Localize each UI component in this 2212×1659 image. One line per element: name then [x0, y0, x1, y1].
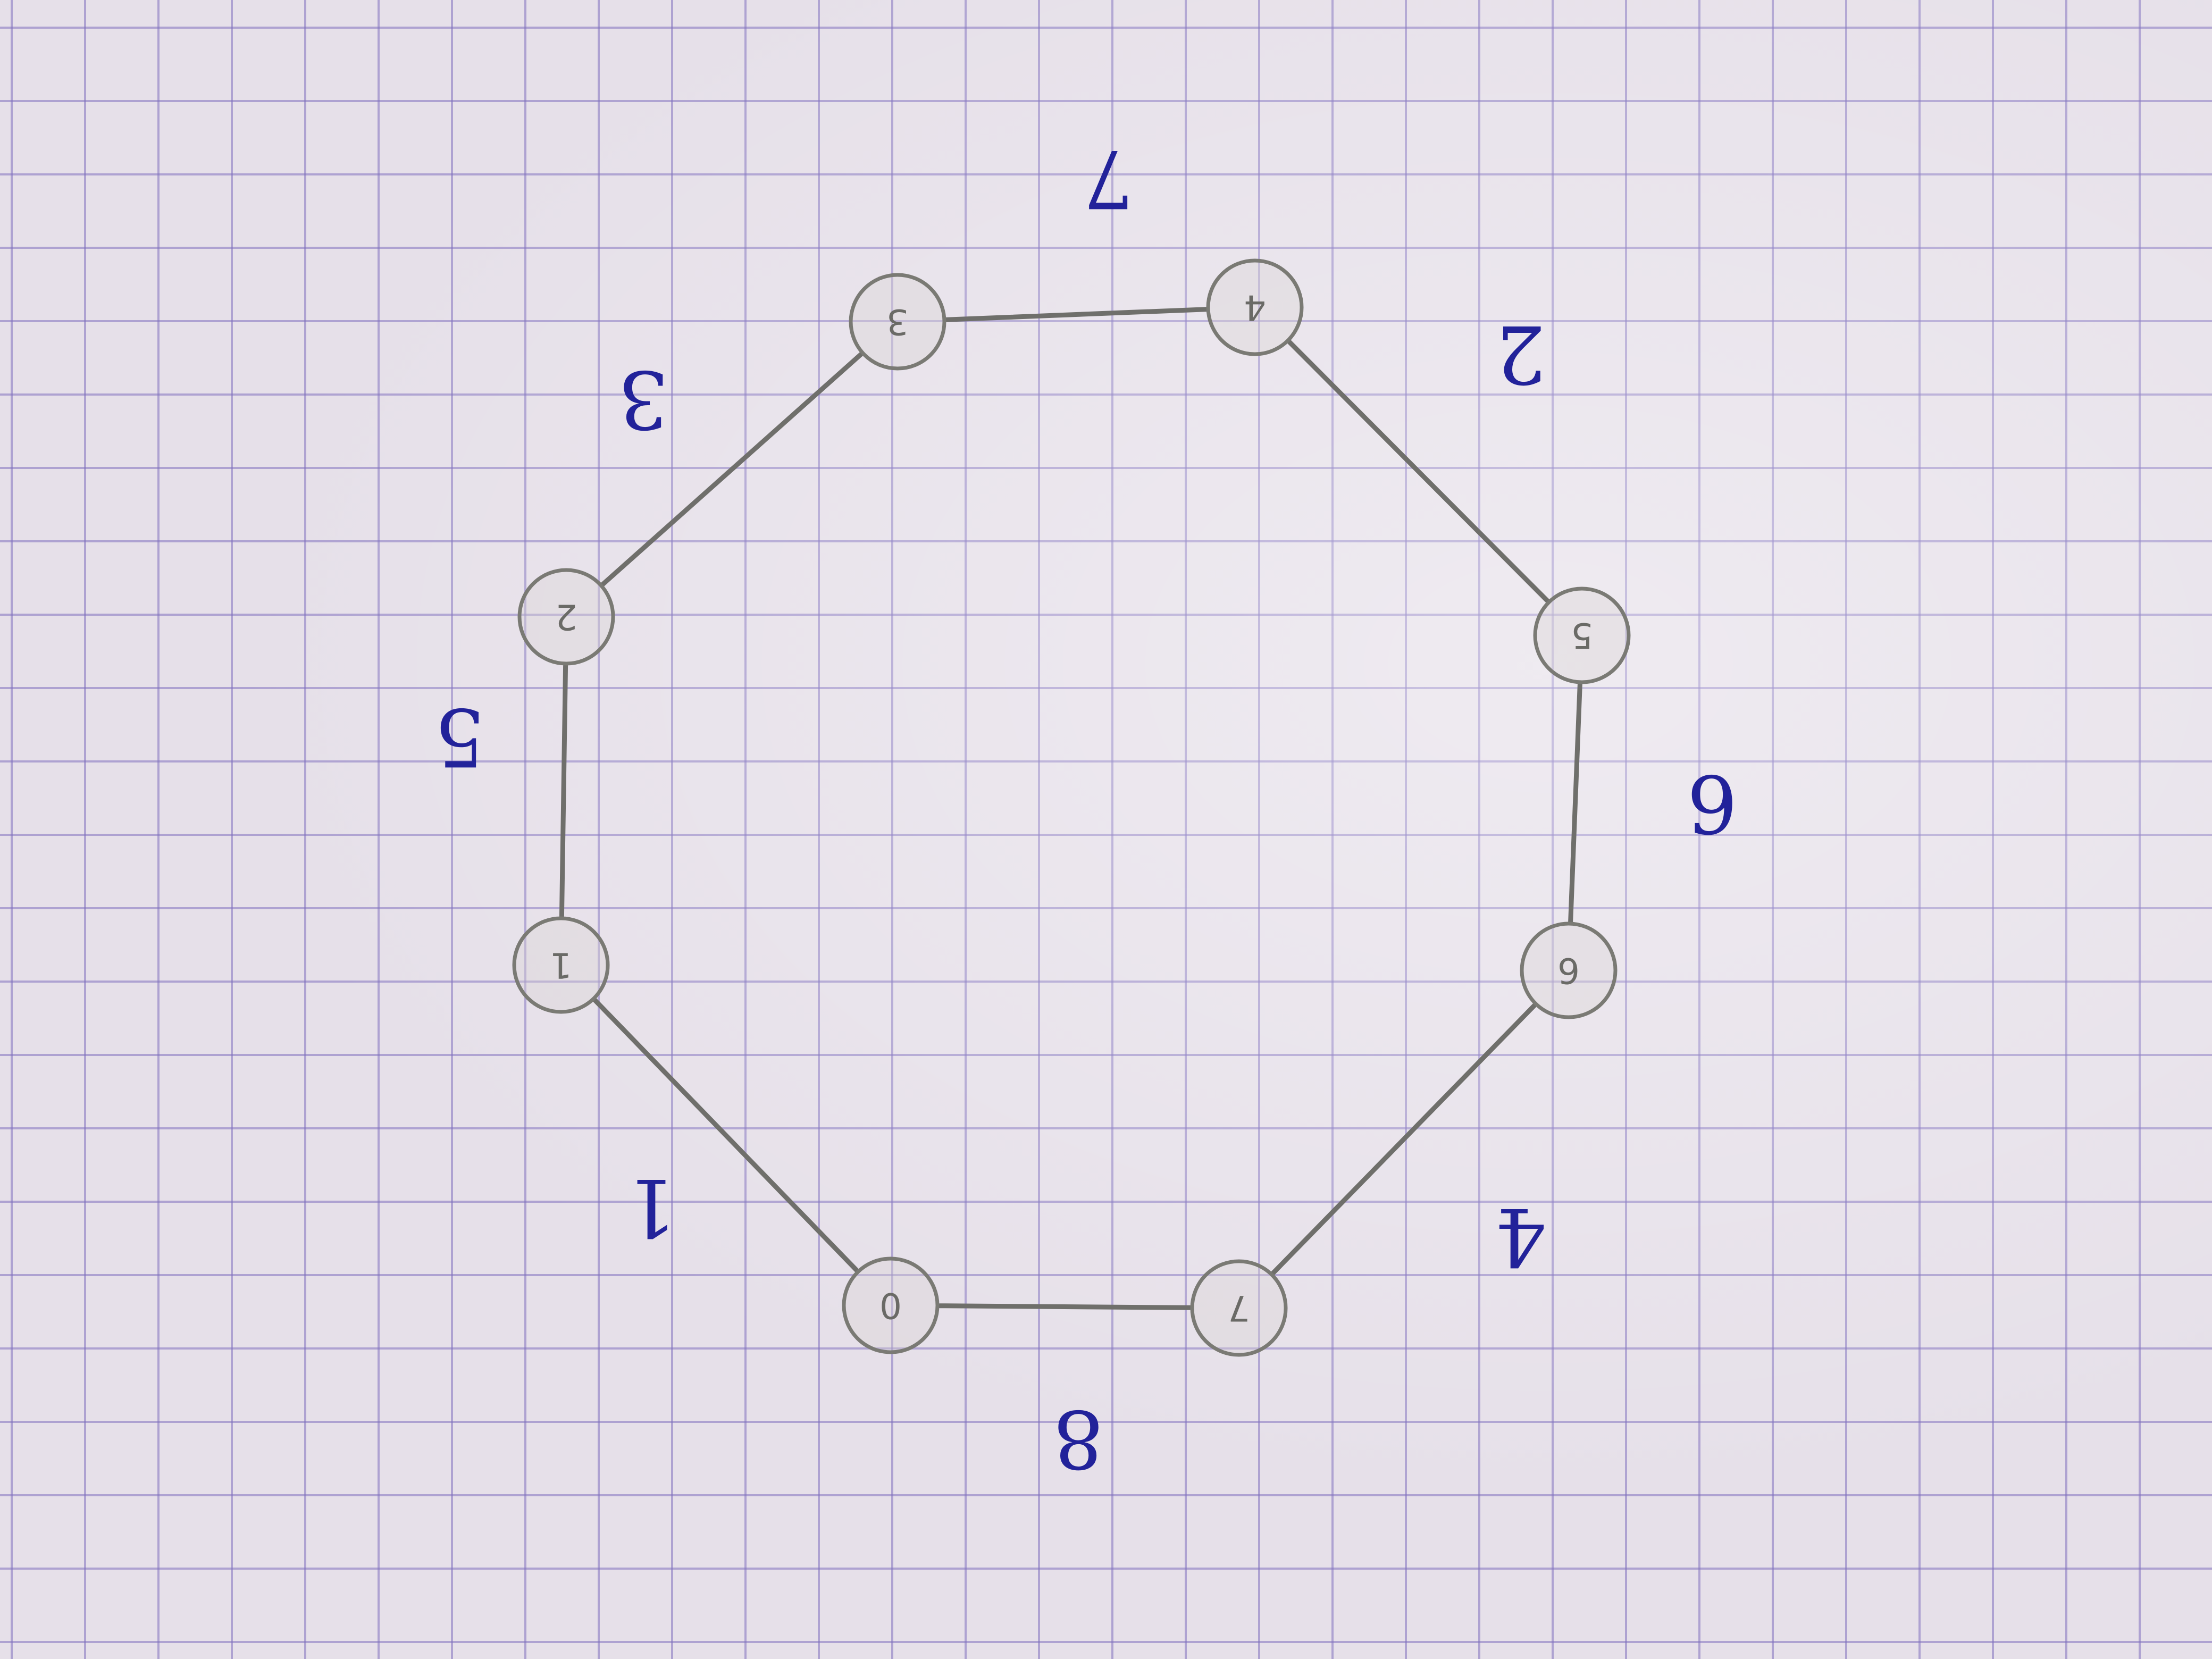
edges-layer [559, 307, 1582, 1310]
edge-n1-n2 [559, 663, 568, 919]
node-circle [512, 916, 610, 1014]
edge-weight-label: 3 [618, 353, 668, 445]
edge-n5-n6 [1568, 682, 1582, 924]
node-label: 4 [1244, 287, 1266, 328]
node-label: 1 [550, 945, 572, 986]
node-circle [1533, 586, 1631, 684]
graph-node: 6 [1520, 921, 1618, 1019]
edge-n3-n4 [944, 307, 1209, 322]
node-circle [1520, 921, 1618, 1019]
node-label: 5 [1571, 615, 1593, 656]
node-label: 2 [555, 597, 577, 638]
node-label: 3 [886, 301, 909, 342]
edge-weight-label: 5 [434, 690, 485, 783]
graph-node: 3 [849, 273, 946, 371]
edge-weight-label: 1 [626, 1161, 676, 1253]
node-circle [842, 1256, 940, 1354]
graph-node: 7 [1190, 1259, 1288, 1357]
edge-weight-label: 4 [1495, 1190, 1546, 1283]
graph-node: 5 [1533, 586, 1631, 684]
weights-layer: 7 2 6 4 8 1 5 3 [434, 132, 1737, 1485]
nodes-layer: 3 4 5 6 7 0 1 2 [512, 258, 1631, 1357]
edge-weight-label: 2 [1495, 307, 1546, 400]
graph-node: 1 [512, 916, 610, 1014]
edge-n2-n3 [600, 351, 864, 587]
node-circle [517, 568, 615, 666]
edge-n4-n5 [1287, 339, 1550, 604]
edge-n0-n1 [592, 998, 859, 1273]
edge-n6-n7 [1270, 1003, 1537, 1276]
node-circle [1206, 258, 1304, 356]
node-label: 7 [1228, 1288, 1250, 1329]
edge-weight-label: 6 [1687, 757, 1737, 849]
node-label: 6 [1557, 950, 1580, 991]
graph-node: 0 [842, 1256, 940, 1354]
edge-n7-n0 [937, 1303, 1193, 1310]
edge-weight-label: 8 [1053, 1392, 1103, 1485]
graph-node: 2 [517, 568, 615, 666]
edge-weight-label: 7 [1083, 132, 1134, 224]
node-circle [1190, 1259, 1288, 1357]
graph-node: 4 [1206, 258, 1304, 356]
node-circle [849, 273, 946, 371]
node-label: 0 [879, 1285, 902, 1326]
